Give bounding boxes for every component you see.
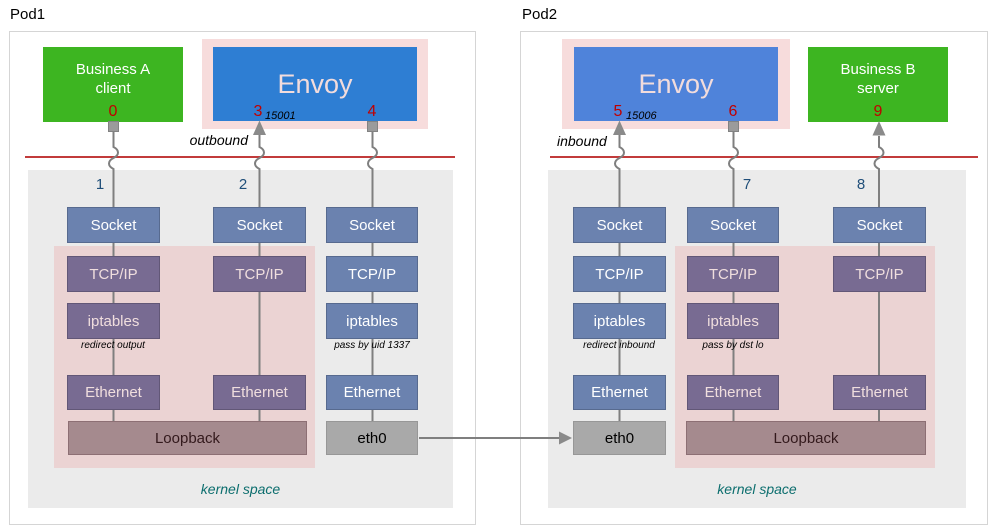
pod1-col1-socket: Socket — [67, 207, 160, 243]
pod2-kernel-space-label: kernel space — [717, 481, 797, 497]
business-b-server-box: Business B server 9 — [808, 47, 948, 122]
step-number-7: 7 — [742, 176, 752, 193]
pod1-col1-ethernet: Ethernet — [67, 375, 160, 410]
pod1-redirect-output-note: redirect output — [81, 340, 145, 351]
pod2-envoy-label: Envoy — [638, 68, 714, 99]
pod1-pass-by-uid-note: pass by uid 1337 — [334, 340, 410, 351]
pod2-envoy-box: Envoy — [574, 47, 778, 121]
pod2-redirect-inbound-note: redirect inbound — [583, 340, 655, 351]
pod2-col1-ethernet: Ethernet — [573, 375, 666, 410]
pod2-col2-ethernet: Ethernet — [687, 375, 779, 410]
step-number-8: 8 — [856, 176, 866, 193]
pod1-kernel-space-label: kernel space — [200, 481, 281, 497]
step-number-1: 1 — [95, 176, 105, 193]
pod1-col3-tcpip: TCP/IP — [326, 256, 418, 292]
pod1-col3-ethernet: Ethernet — [326, 375, 418, 410]
pod2-loopback-box: Loopback — [686, 421, 926, 455]
pod1-col1-tcpip: TCP/IP — [67, 256, 160, 292]
step-number-3: 3 — [253, 103, 263, 120]
pod2-title: Pod2 — [522, 6, 558, 23]
pod1-col2-socket: Socket — [213, 207, 306, 243]
pod1-envoy-box: Envoy — [213, 47, 417, 121]
pod1-col1-iptables: iptables — [67, 303, 160, 339]
pod1-col3-iptables: iptables — [326, 303, 418, 339]
pod1-envoy-port: 15001 — [265, 110, 296, 122]
business-b-line1: Business B — [840, 60, 916, 78]
pod2-user-kernel-divider — [550, 156, 978, 158]
pod2-col3-socket: Socket — [833, 207, 926, 243]
pod2-col1-tcpip: TCP/IP — [573, 256, 666, 292]
step-number-0: 0 — [108, 103, 118, 120]
business-a-client-box: Business A client 0 — [43, 47, 183, 122]
business-a-line1: Business A — [75, 60, 151, 78]
business-a-line2: client — [95, 79, 131, 97]
pod2-col1-iptables: iptables — [573, 303, 666, 339]
pod2-col3-tcpip: TCP/IP — [833, 256, 926, 292]
pod2-col2-tcpip: TCP/IP — [687, 256, 779, 292]
pod2-inbound-label: inbound — [557, 133, 607, 149]
pod2-col2-iptables: iptables — [687, 303, 779, 339]
pod2-col2-socket: Socket — [687, 207, 779, 243]
pod2-pass-by-dst-note: pass by dst lo — [702, 340, 764, 351]
step-number-6: 6 — [728, 103, 738, 120]
business-b-line2: server — [857, 79, 899, 97]
pod1-loopback-box: Loopback — [68, 421, 307, 455]
pod1-col2-tcpip: TCP/IP — [213, 256, 306, 292]
pod2-col1-socket: Socket — [573, 207, 666, 243]
pod1-col2-ethernet: Ethernet — [213, 375, 306, 410]
pod1-envoy-label: Envoy — [277, 68, 353, 99]
step-number-5: 5 — [613, 103, 623, 120]
pod2-envoy-port: 15006 — [626, 110, 657, 122]
step-number-4: 4 — [367, 103, 377, 120]
step-number-9: 9 — [873, 103, 883, 120]
pod1-outbound-label: outbound — [189, 132, 248, 148]
step-number-2: 2 — [238, 176, 248, 193]
pod1-user-kernel-divider — [25, 156, 455, 158]
pod1-title: Pod1 — [10, 6, 46, 23]
pod1-col3-socket: Socket — [326, 207, 418, 243]
pod2-col3-ethernet: Ethernet — [833, 375, 926, 410]
pod1-eth0-box: eth0 — [326, 421, 418, 455]
pod2-eth0-box: eth0 — [573, 421, 666, 455]
